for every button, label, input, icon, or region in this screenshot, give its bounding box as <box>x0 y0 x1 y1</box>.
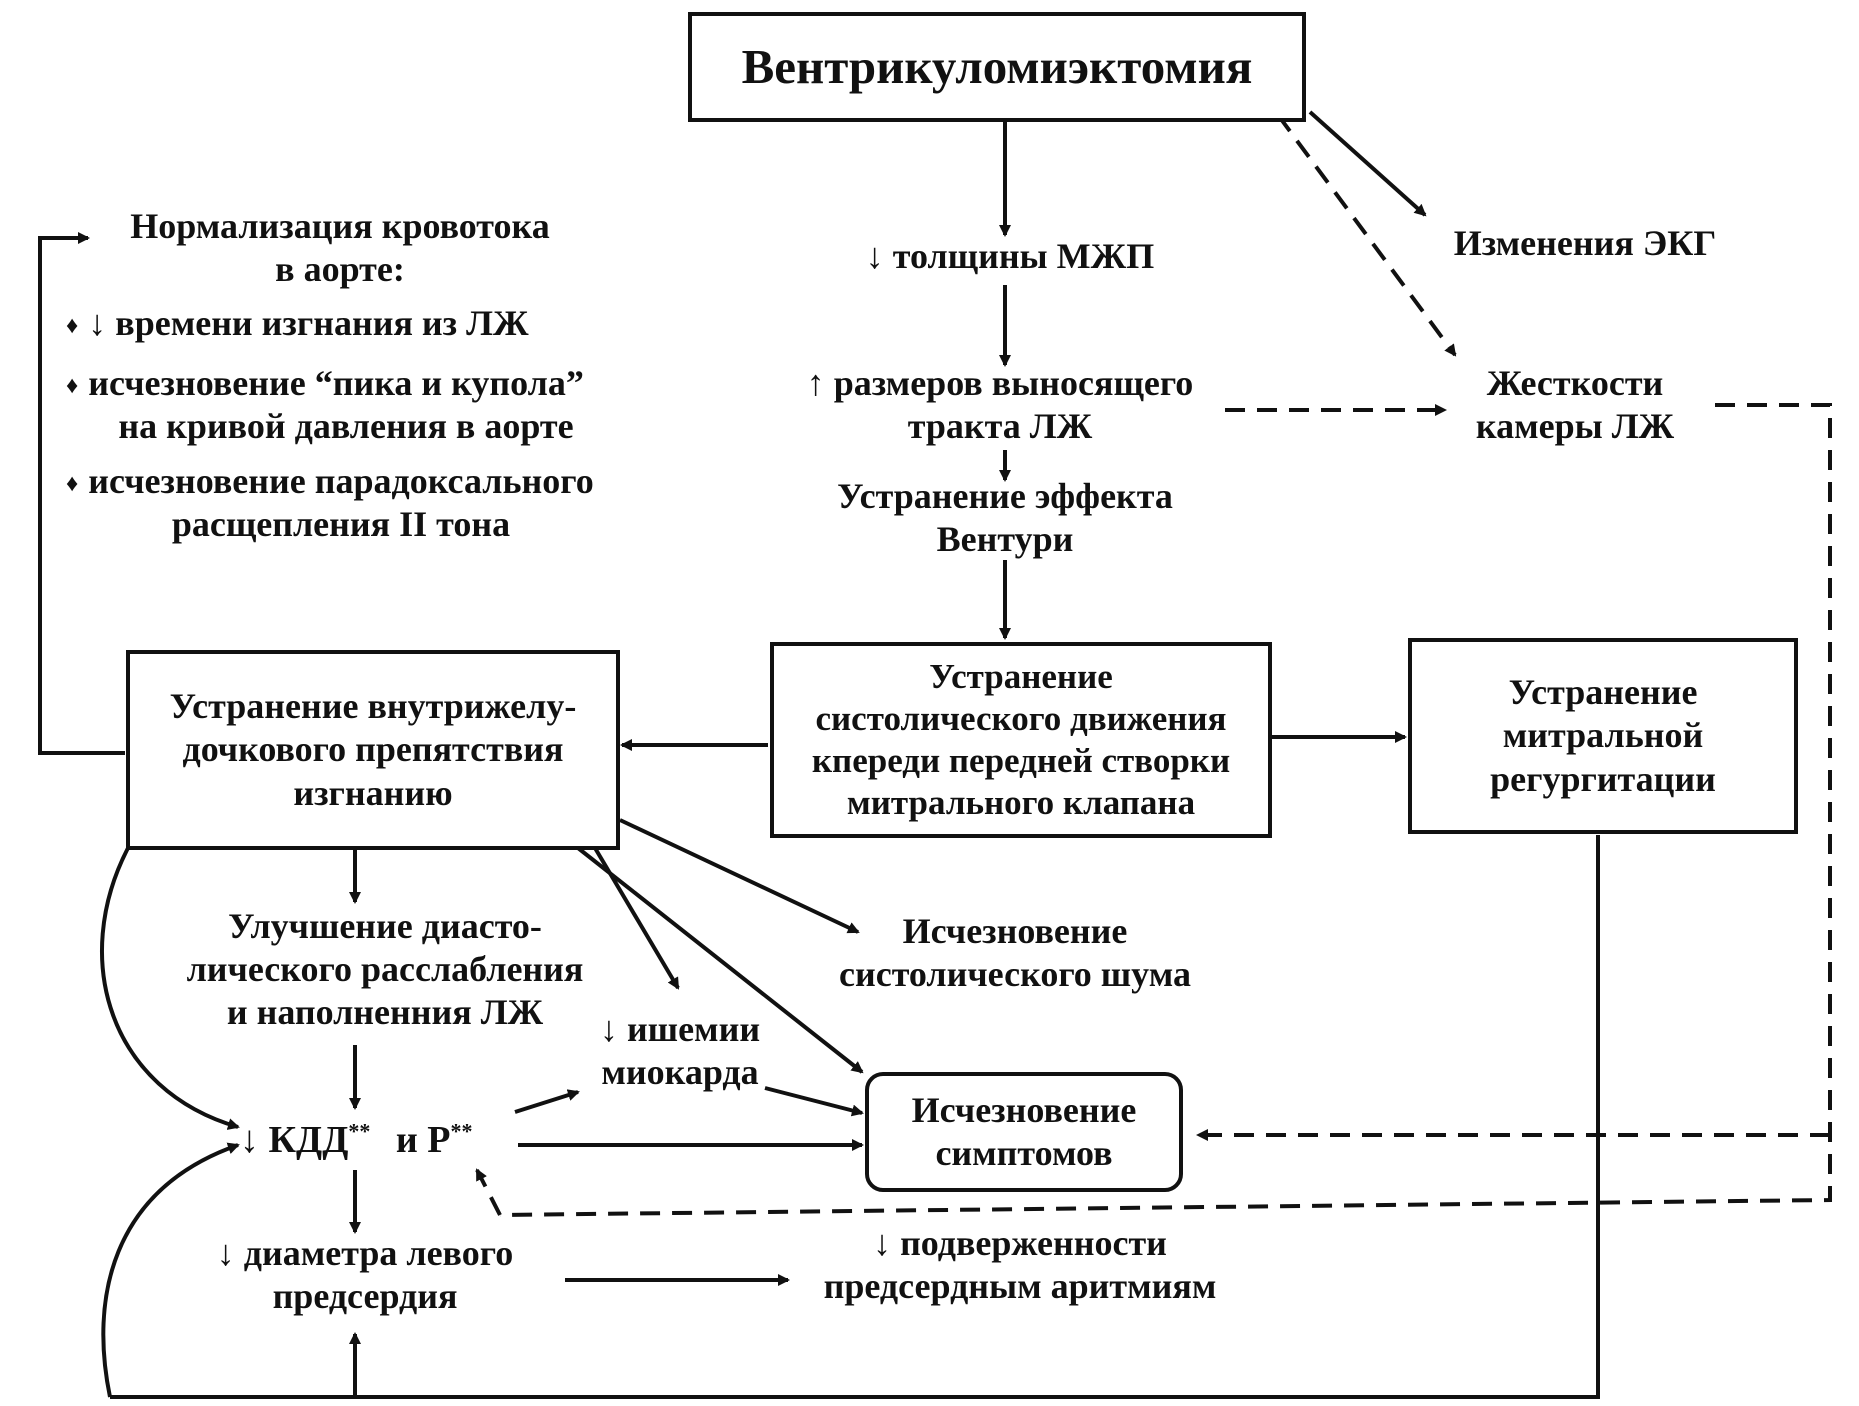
arrow-top-to-ekg <box>1308 110 1427 217</box>
node-venturi-line: Вентури <box>936 519 1074 560</box>
arrow-stiffness-to-p <box>475 1168 502 1216</box>
node-diastolic-relaxation: Улучшение диасто- лического расслабления… <box>165 905 605 1035</box>
node-symptoms-line: Исчезновение <box>911 1089 1137 1130</box>
node-obstruction-line: дочкового препятствия <box>182 729 564 770</box>
node-sam-line: кпереди передней створки <box>811 741 1231 780</box>
node-chamber-stiffness-line: камеры ЛЖ <box>1475 406 1675 447</box>
node-diastolic-line: Улучшение диасто- <box>228 906 542 946</box>
arrow-kdd-to-ischemia <box>514 1089 580 1114</box>
node-ventriculomyectomy: Вентрикуломиэктомия <box>688 12 1306 122</box>
node-obstruction-line: Устранение внутрижелу- <box>169 686 577 727</box>
node-aortic-flow-title: Нормализация кровотока <box>130 206 550 246</box>
node-sam-elimination: Устранение систолического движения кпере… <box>770 642 1272 838</box>
node-arrhythmia-line: предсердным аритмиям <box>823 1266 1217 1307</box>
node-aortic-flow-title: в аорте: <box>275 249 405 290</box>
node-ekg-changes: Изменения ЭКГ <box>1453 223 1717 263</box>
node-outflow-tract-line: тракта ЛЖ <box>907 406 1093 447</box>
node-sam-line: Устранение <box>929 657 1113 696</box>
node-obstruction-line: изгнанию <box>293 772 453 813</box>
node-septal-thickness: ↓ толщины МЖП <box>865 236 1155 276</box>
node-atrial-line: ↓ диаметра левого <box>216 1233 514 1273</box>
node-ventriculomyectomy-label: Вентрикуломиэктомия <box>741 38 1253 94</box>
node-venturi-line: Устранение эффекта <box>837 476 1173 516</box>
node-mitral-line: митральной <box>1502 715 1704 756</box>
arrow-obstruction-to-normalization <box>38 232 125 755</box>
node-ischemia: ↓ ишемии миокарда <box>580 1008 780 1094</box>
node-outflow-tract: ↑ размеров выносящего тракта ЛЖ <box>770 362 1230 448</box>
node-p-label: и Р <box>395 1119 451 1161</box>
arrow-mitral-to-kdd <box>101 1142 240 1398</box>
node-diastolic-line: лического расслабления <box>186 949 584 990</box>
node-symptoms-disappearance: Исчезновение симптомов <box>865 1072 1183 1192</box>
node-outflow-tract-line: ↑ размеров выносящего <box>806 363 1194 403</box>
node-venturi: Устранение эффекта Вентури <box>800 475 1210 561</box>
arrow-obstruction-to-kdd <box>99 847 240 1130</box>
node-atrial-line: предсердия <box>272 1276 458 1317</box>
node-sam-line: митрального клапана <box>846 783 1196 822</box>
node-ischemia-line: миокарда <box>601 1052 759 1093</box>
list-item-text: исчезновение “пика и купола” <box>88 363 584 403</box>
node-murmur-disappearance: Исчезновение систолического шума <box>810 910 1220 996</box>
arrow-mitral-bottom-loop <box>110 835 1600 1399</box>
node-diastolic-line: и наполненния ЛЖ <box>226 992 544 1033</box>
node-mitral-line: регургитации <box>1490 758 1716 799</box>
bullet-icon: ♦ <box>66 373 79 400</box>
list-item-spike-dome: ♦ исчезновение “пика и купола” на кривой … <box>66 362 686 448</box>
node-sam-line: систолического движения <box>815 699 1227 738</box>
list-item-ejection-time: ♦ ↓ времени изгнания из ЛЖ <box>66 302 626 345</box>
list-item-text: расщепления II тона <box>171 504 511 545</box>
bullet-icon: ♦ <box>66 313 79 340</box>
node-aortic-flow-normalization: Нормализация кровотока в аорте: <box>90 205 590 291</box>
arrow-obstruction-to-murmur <box>619 818 860 934</box>
node-atrial-diameter: ↓ диаметра левого предсердия <box>190 1232 540 1318</box>
node-p-mark: ** <box>450 1118 473 1144</box>
node-mitral-line: Устранение <box>1508 672 1698 713</box>
node-edp-and-p: ↓ КДД** и Р** <box>240 1118 530 1164</box>
node-arrhythmia-line: ↓ подверженности <box>873 1223 1167 1263</box>
bullet-icon: ♦ <box>66 471 79 498</box>
list-item-text: ↓ времени изгнания из ЛЖ <box>88 303 529 343</box>
node-mitral-regurgitation: Устранение митральной регургитации <box>1408 638 1798 834</box>
arrow-obstruction-to-symptoms <box>576 846 864 1074</box>
node-ischemia-line: ↓ ишемии <box>599 1009 761 1049</box>
node-chamber-stiffness-line: Жесткости <box>1486 363 1664 403</box>
node-symptoms-line: симптомов <box>935 1133 1113 1173</box>
arrow-ischemia-to-symptoms <box>764 1086 864 1117</box>
arrow-top-to-stiffness <box>1276 113 1457 357</box>
node-obstruction-relief: Устранение внутрижелу- дочкового препятс… <box>126 650 620 850</box>
list-item-paradoxical-split: ♦ исчезновение парадоксального расщеплени… <box>66 460 706 546</box>
node-edp-label: ↓ КДД <box>240 1119 349 1161</box>
list-item-text: на кривой давления в аорте <box>118 406 574 447</box>
node-edp-mark: ** <box>348 1118 371 1144</box>
node-arrhythmia-susceptibility: ↓ подверженности предсердным аритмиям <box>790 1222 1250 1308</box>
node-murmur-line: Исчезновение <box>902 911 1128 951</box>
node-murmur-line: систолического шума <box>839 954 1191 995</box>
list-item-text: исчезновение парадоксального <box>88 461 594 501</box>
node-chamber-stiffness: Жесткости камеры ЛЖ <box>1440 362 1710 448</box>
arrow-stiffness-dashed-loop <box>499 403 1832 1217</box>
